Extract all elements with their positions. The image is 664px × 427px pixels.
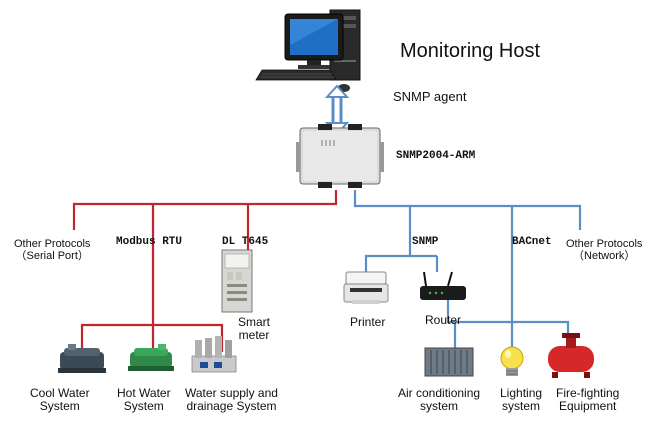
hot-water-label: Hot Water System — [117, 386, 171, 414]
serial-bus-lines — [72, 190, 338, 352]
lighting-label: Lighting system — [500, 386, 543, 414]
cool-water-label: Cool Water System — [30, 386, 90, 414]
network-bus-lines — [353, 190, 582, 350]
fire-extinguisher-icon — [548, 333, 594, 378]
printer-icon — [343, 271, 389, 304]
air-conditioning-icon — [424, 347, 474, 377]
cool-water-chiller-icon — [58, 344, 106, 373]
gateway-device — [296, 124, 384, 188]
air-conditioning-label: Air conditioning system — [398, 386, 481, 414]
router-label: Router — [425, 313, 462, 327]
fire-fighting-label: Fire-fighting Equipment — [556, 386, 620, 414]
host-title: Monitoring Host — [400, 40, 541, 62]
water-supply-label: Water supply and drainage System — [185, 386, 278, 414]
water-pump-icon — [191, 336, 237, 373]
network-protocols-label: Other Protocols （Network） — [566, 238, 643, 263]
snmp-agent-label: SNMP agent — [393, 89, 467, 104]
smart-meter-label: Smart meter — [238, 315, 271, 343]
serial-protocols-label: Other Protocols （Serial Port） — [14, 238, 91, 263]
light-bulb-icon — [500, 346, 524, 376]
hot-water-chiller-icon — [128, 344, 174, 371]
modbus-label: Modbus RTU — [116, 236, 183, 248]
gateway-model-label: SNMP2004-ARM — [396, 150, 476, 162]
computer-icon — [255, 9, 361, 92]
router-icon — [420, 271, 466, 300]
snmp-protocol-label: SNMP — [412, 236, 439, 248]
dlt645-label: DL T645 — [222, 236, 269, 248]
bacnet-protocol-label: BACnet — [512, 236, 552, 248]
smart-meter-icon — [221, 249, 253, 313]
printer-label: Printer — [350, 315, 386, 329]
